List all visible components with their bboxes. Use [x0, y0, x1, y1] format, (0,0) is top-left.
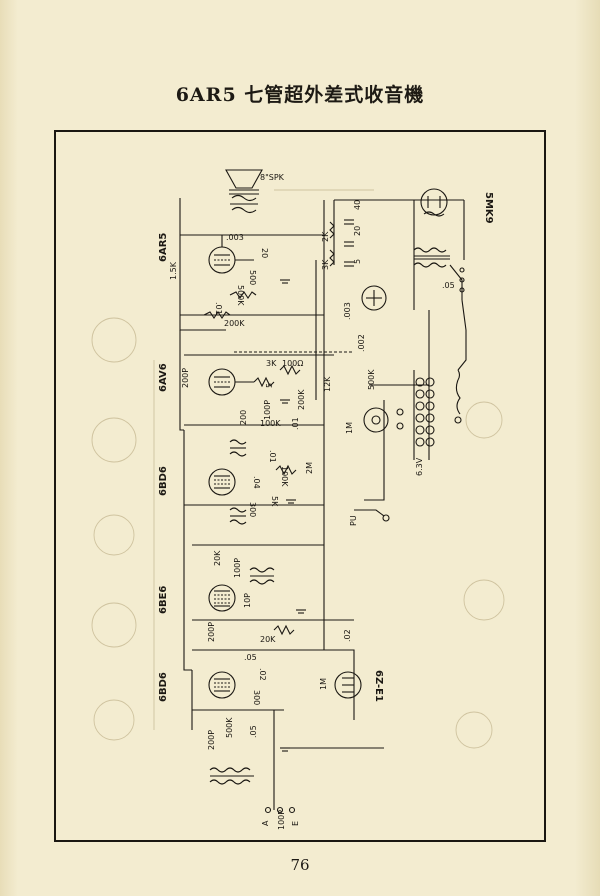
- label-c-40: 40: [353, 200, 362, 210]
- show-through-ghost: [91, 189, 505, 749]
- label-c-05-in: .05: [249, 725, 258, 738]
- ground-symbols: [280, 279, 306, 752]
- label-c-20b: 20: [353, 226, 362, 236]
- filter-section: [329, 219, 354, 267]
- label-r-100k-av6: 100K: [260, 419, 281, 428]
- antenna-coil: [209, 767, 254, 785]
- schematic-frame: [54, 130, 546, 842]
- label-r-500k-top: 500K: [236, 285, 245, 306]
- label-r-500k-in: 500K: [225, 717, 234, 738]
- label-r-3k: 3K: [321, 259, 330, 270]
- label-c-003-mid: .003: [343, 302, 352, 320]
- label-r-500: 500: [248, 270, 257, 285]
- tube-6z-e1: 6Z-E1: [334, 670, 384, 702]
- label-r-1-5k: 1.5K: [169, 261, 178, 280]
- pickup-jack: PU: [349, 509, 390, 526]
- tube-6ar5: 6AR5: [158, 233, 254, 274]
- tube-label-6ar5: 6AR5: [158, 233, 169, 262]
- label-r-500k-b: 500K: [367, 369, 376, 390]
- page-number: 76: [290, 856, 310, 874]
- label-c-01-av6: .01: [291, 417, 300, 430]
- label-r-200k: 200K: [224, 319, 245, 328]
- label-r-1m-e1: 1M: [319, 678, 328, 690]
- page-title: 6AR5 七管超外差式收音機: [175, 84, 425, 106]
- label-r-20k-be6b: 20K: [260, 635, 276, 644]
- tube-6bd6-rf: 6BD6: [158, 671, 236, 702]
- tube-6be6: 6BE6: [158, 584, 236, 614]
- tube-label-6bd6-if: 6BD6: [158, 466, 169, 496]
- label-r-200k-av6: 200K: [297, 389, 306, 410]
- wiring: [179, 198, 465, 810]
- label-c-02-be6: .02: [343, 629, 352, 642]
- label-r-300-bd6b: 300: [252, 690, 261, 705]
- label-c-002: .002: [357, 334, 366, 352]
- label-r-2k: 2K: [321, 231, 330, 242]
- label-r-100k-b: 100Ω: [282, 359, 303, 368]
- label-r-3k-b: 3K: [266, 359, 277, 368]
- label-6-3v: 6.3V: [415, 457, 424, 476]
- tube-label-5mk9: 5MK9: [483, 192, 494, 224]
- tube-label-6av6: 6AV6: [158, 363, 169, 392]
- label-c-05-ps: .05: [442, 281, 455, 290]
- if-transformer-2: [229, 507, 247, 525]
- label-ant-e: E: [291, 821, 300, 826]
- label-r-1m-av6: 1M: [345, 422, 354, 434]
- label-c-20: 20: [260, 248, 269, 258]
- label-r-12k: 12K: [323, 376, 332, 392]
- label-c-200p-av6: 200P: [181, 368, 190, 388]
- band-switch: [363, 377, 435, 447]
- tube-5mk9: 5MK9: [420, 188, 494, 224]
- label-c-200p-be6: 200P: [207, 622, 216, 642]
- label-c-200-av6: 200: [239, 410, 248, 425]
- label-c-003-top: .003: [226, 233, 244, 242]
- if-transformer-1: [229, 439, 247, 457]
- label-c-01-bd6: .01: [268, 450, 277, 463]
- label-r-5k-bd6: 5K: [270, 496, 279, 507]
- tube-label-6be6: 6BE6: [158, 586, 169, 614]
- label-r-20k-be6: 20K: [213, 550, 222, 566]
- label-c-5: 5: [353, 259, 362, 264]
- label-r-100k-bd6: 100K: [280, 466, 289, 487]
- label-ant-100p: 100P: [277, 810, 286, 830]
- speaker-label: 8"SPK: [260, 173, 285, 182]
- schematic-diagram: 8"SPK 6AR5 1.5K .003 20 500 .01 500K 200…: [91, 169, 505, 830]
- power-transformer: [413, 247, 467, 381]
- tube-6av6: 6AV6: [158, 363, 254, 396]
- label-c-04-bd6: .04: [252, 476, 261, 489]
- power-cord: [454, 379, 462, 424]
- tube-6bd6-if: 6BD6: [158, 466, 236, 496]
- label-c-10p-be6: 10P: [243, 593, 252, 608]
- tube-label-6z-e1: 6Z-E1: [373, 670, 384, 702]
- label-r-300-bd6: 300: [248, 502, 257, 517]
- label-c-100p-be6: 100P: [233, 558, 242, 578]
- label-ant-a: A: [261, 820, 270, 826]
- volume-control: [361, 285, 387, 311]
- label-r-2m-bd6: 2M: [305, 462, 314, 474]
- antenna-terminals: [264, 806, 296, 814]
- label-pu: PU: [349, 515, 358, 526]
- tube-label-6bd6-rf: 6BD6: [158, 672, 169, 702]
- label-c-01-top: .01: [214, 302, 223, 315]
- speaker-symbol: 8"SPK: [225, 169, 285, 214]
- label-c-100p-av6: 100P: [263, 400, 272, 420]
- oscillator-coil: [249, 567, 275, 585]
- label-c-02-bd6b: .02: [258, 668, 267, 681]
- label-c-05-bd6b: .05: [244, 653, 257, 662]
- label-c-200p-in: 200P: [207, 730, 216, 750]
